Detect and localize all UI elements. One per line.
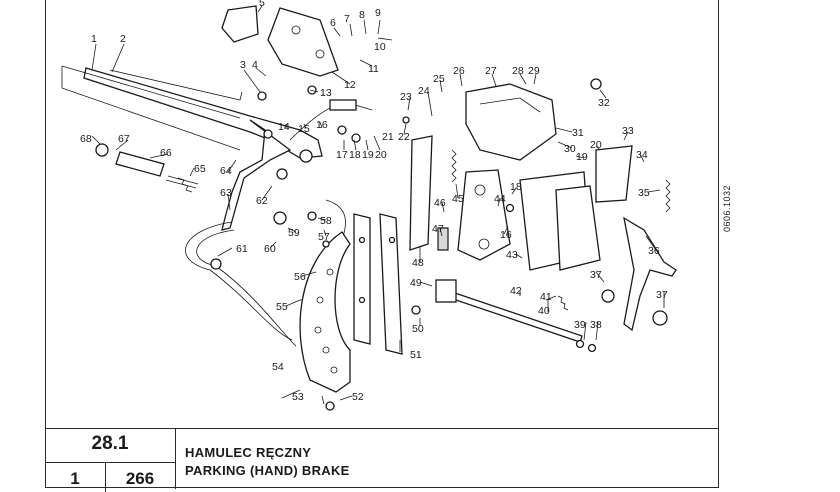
callout-52: 52 [352,391,364,403]
callout-14: 14 [278,121,290,133]
callout-44: 44 [494,193,506,205]
title-english: PARKING (HAND) BRAKE [185,463,350,478]
callout-42: 42 [510,285,522,297]
callout-67: 67 [118,133,130,145]
callout-60: 60 [264,243,276,255]
callout-64: 64 [220,165,232,177]
callout-30: 30 [564,143,576,155]
callout-18b: 18 [510,181,522,193]
callout-15: 15 [298,123,310,135]
callout-8: 8 [359,9,365,21]
callout-27: 27 [485,65,497,77]
callout-10: 10 [374,41,386,53]
leader-lines [91,5,665,405]
callout-5: 5 [259,0,265,9]
callout-49: 49 [410,277,422,289]
callout-20a: 20 [375,149,387,161]
callout-19b: 19 [576,151,588,163]
callout-20b: 20 [590,139,602,151]
callout-38: 38 [590,319,602,331]
brake-cable-part [185,99,373,347]
callout-43: 43 [506,249,518,261]
callout-22: 22 [398,131,410,143]
callout-11: 11 [368,63,379,75]
sector-plate-part [299,231,351,393]
title-block-divider [45,462,175,463]
callout-33: 33 [622,125,634,137]
title-block-divider [105,462,106,492]
sheet-number-left: 1 [70,469,80,488]
callout-48: 48 [412,257,424,269]
callout-34: 34 [636,149,648,161]
sheet-number-right: 266 [125,469,155,488]
drawing-code: 0606.1032 [722,184,732,232]
exploded-parts-diagram: 1 2 3 4 5 6 7 8 9 10 11 12 13 14 15 16 1… [61,0,677,411]
callout-16a: 16 [316,119,328,131]
callout-2: 2 [120,33,126,45]
callout-3: 3 [240,59,246,71]
callout-58: 58 [320,215,332,227]
bracket-plate-part [353,213,403,355]
callout-41: 41 [540,291,552,303]
callout-51: 51 [410,349,422,361]
callout-7: 7 [344,13,350,25]
callout-36: 36 [648,245,660,257]
section-number: 28.1 [91,433,129,454]
callout-65: 65 [194,163,206,175]
callout-4: 4 [252,59,258,71]
callout-56: 56 [294,271,306,283]
callout-19: 19 [362,149,374,161]
title-polish: HAMULEC RĘCZNY [185,445,312,460]
callout-61: 61 [236,243,248,255]
callout-18a: 18 [349,149,361,161]
callout-55: 55 [276,301,288,313]
callout-9: 9 [375,7,381,19]
callout-50: 50 [412,323,424,335]
callout-26: 26 [453,65,465,77]
mechanism-housing-part [409,83,633,271]
callout-54: 54 [272,361,284,373]
callout-25: 25 [433,73,445,85]
callout-21: 21 [382,131,394,143]
callout-23: 23 [400,91,412,103]
callout-28: 28 [512,65,524,77]
callout-39: 39 [574,319,586,331]
callout-59: 59 [288,227,300,239]
callout-29: 29 [528,65,540,77]
callout-6: 6 [330,17,336,29]
hand-lever-part [83,67,323,231]
drawing-frame [45,0,719,488]
callout-46: 46 [434,197,446,209]
callout-47: 47 [432,223,444,235]
callout-1: 1 [91,33,97,45]
callout-16b: 16 [500,229,512,241]
callout-40: 40 [538,305,550,317]
fasteners-part [257,78,602,411]
title-block: 28.1 1 266 HAMULEC RĘCZNY PARKING (HAND)… [45,428,719,492]
callout-45a: 45 [452,193,464,205]
callout-17: 17 [336,149,348,161]
grip-part [61,65,241,189]
callout-24: 24 [418,85,430,97]
callout-66: 66 [160,147,172,159]
callout-32: 32 [598,97,610,109]
callout-12: 12 [344,79,356,91]
callout-68: 68 [80,133,92,145]
callout-35: 35 [638,187,650,199]
callout-57: 57 [318,231,330,243]
callout-13: 13 [320,87,332,99]
callout-37b: 37 [656,289,668,301]
callout-62: 62 [256,195,268,207]
bellcrank-lever-part [601,216,677,332]
title-block-divider [175,429,176,489]
callout-63: 63 [220,187,232,199]
callout-31: 31 [572,127,584,139]
callout-labels: 1 2 3 4 5 6 7 8 9 10 11 12 13 14 15 16 1… [80,0,668,403]
callout-37a: 37 [590,269,602,281]
parts-drawing-sheet: 1 2 3 4 5 6 7 8 9 10 11 12 13 14 15 16 1… [45,0,732,492]
top-bracket-part [221,5,339,77]
callout-53: 53 [292,391,304,403]
